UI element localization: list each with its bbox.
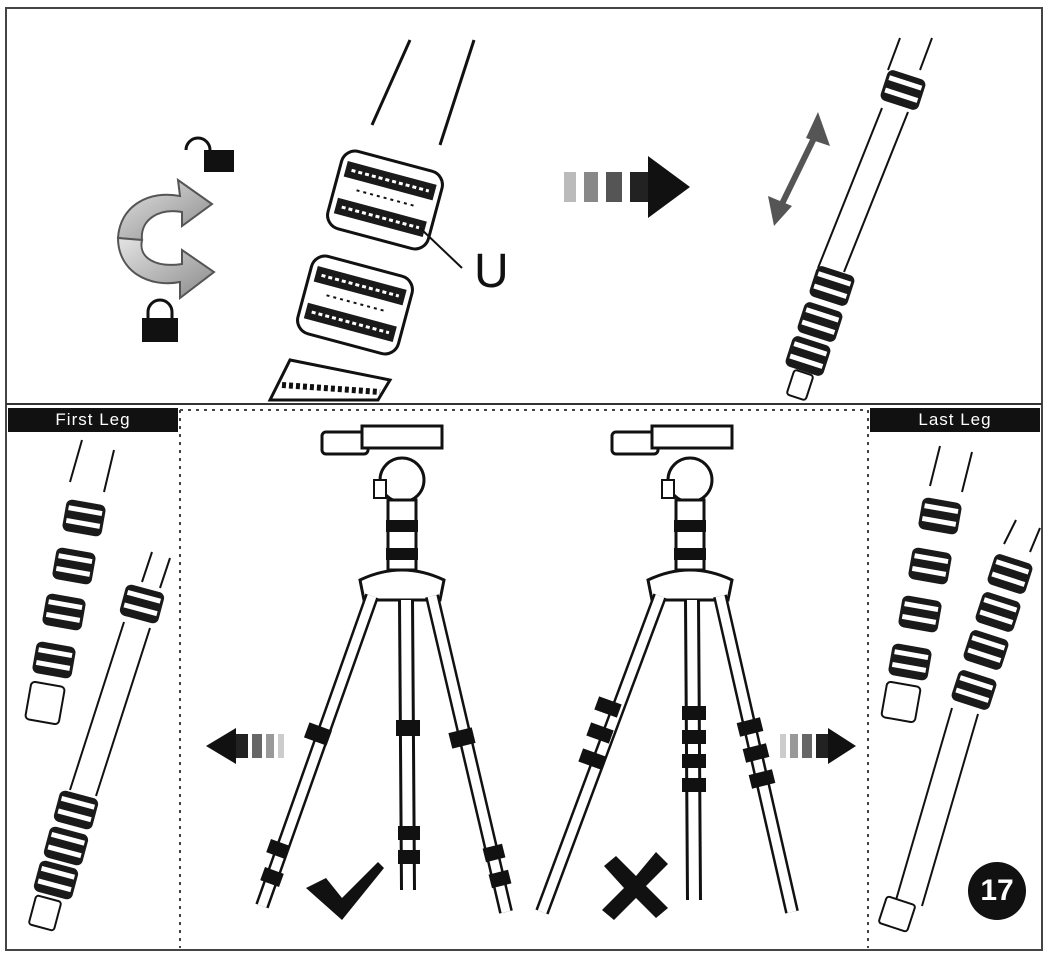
page-number-badge: 17	[968, 862, 1026, 920]
dashed-arrow-right-icon	[780, 728, 856, 764]
leg-closeup	[267, 39, 476, 402]
cross-icon	[602, 852, 668, 920]
tripod-correct	[255, 424, 513, 914]
page-frame	[5, 7, 1043, 951]
lock-icon	[142, 298, 178, 342]
dashed-arrow-left-icon	[206, 728, 284, 764]
last-leg-label: Last Leg	[870, 408, 1040, 432]
rotate-arrows-icon	[116, 177, 216, 301]
unlock-icon	[184, 136, 234, 172]
first-leg-illustration	[24, 439, 171, 932]
extended-leg	[784, 37, 933, 401]
dashed-arrow-icon	[564, 156, 690, 218]
first-leg-label: First Leg	[8, 408, 178, 432]
checkmark-icon	[306, 862, 384, 920]
last-leg-illustration	[878, 445, 1041, 933]
tripod-wrong	[535, 424, 799, 915]
double-arrow-icon	[768, 112, 830, 226]
lock-ring-label: U	[474, 245, 509, 298]
